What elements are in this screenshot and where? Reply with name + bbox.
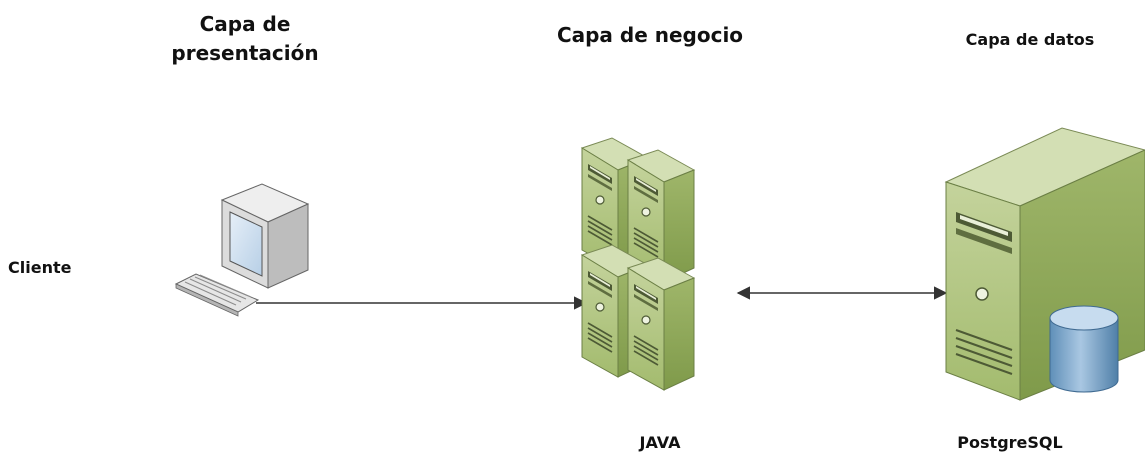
application-server-cluster-icon	[581, 137, 695, 391]
database-server-icon	[944, 127, 1145, 401]
db-server-label: PostgreSQL	[957, 433, 1063, 452]
business-layer-title: Capa de negocio	[556, 23, 744, 47]
database-cylinder-icon	[1049, 305, 1119, 393]
presentation-layer-title: Capa de presentación	[171, 12, 319, 65]
client-label: Cliente	[8, 258, 72, 277]
client-computer-icon	[174, 183, 310, 317]
data-layer-title: Capa de datos	[965, 30, 1095, 49]
app-server-label: JAVA	[639, 433, 681, 452]
